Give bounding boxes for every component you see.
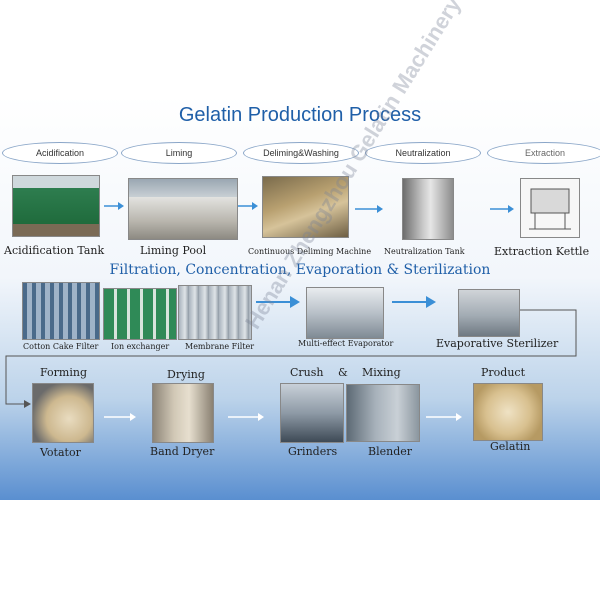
acidification-tank-photo — [12, 175, 100, 237]
gelatin-photo — [473, 383, 543, 441]
caption-extraction-kettle: Extraction Kettle — [494, 245, 590, 258]
ion-exchanger-photo — [103, 288, 177, 340]
deliming-machine-photo — [262, 176, 349, 238]
header-crush: Crush — [290, 366, 324, 379]
extraction-kettle-photo — [520, 178, 580, 238]
votator-photo — [32, 383, 94, 443]
arrow-right-icon — [104, 413, 136, 421]
liming-pool-photo — [128, 178, 238, 240]
diagram-title: Gelatin Production Process — [178, 104, 422, 126]
caption-ion-exchanger: Ion exchanger — [111, 342, 170, 351]
section-subtitle: Filtration, Concentration, Evaporation &… — [109, 262, 491, 278]
caption-evaporator: Multi-effect Evaporator — [298, 339, 394, 348]
arrow-right-icon — [238, 202, 258, 210]
header-forming: Forming — [40, 366, 87, 379]
caption-acidification-tank: Acidification Tank — [4, 244, 105, 257]
membrane-filter-photo — [178, 285, 252, 340]
neutralization-tank-photo — [402, 178, 454, 240]
step-liming: Liming — [121, 142, 237, 164]
caption-gelatin: Gelatin — [490, 440, 531, 453]
caption-deliming-machine: Continuous Deliming Machine — [248, 247, 372, 256]
grinders-photo — [280, 383, 344, 443]
caption-liming-pool: Liming Pool — [140, 244, 207, 257]
caption-grinders: Grinders — [288, 445, 338, 458]
evaporator-photo — [306, 287, 384, 339]
arrow-right-icon — [426, 413, 462, 421]
header-drying: Drying — [167, 368, 205, 381]
arrow-right-icon — [228, 413, 264, 421]
blender-photo — [346, 384, 420, 442]
arrow-right-icon — [392, 296, 436, 308]
header-product: Product — [481, 366, 525, 379]
cotton-cake-filter-photo — [22, 282, 100, 340]
caption-neutralization-tank: Neutralization Tank — [384, 247, 465, 256]
arrow-right-icon — [256, 296, 300, 308]
arrow-right-icon — [355, 205, 383, 213]
band-dryer-photo — [152, 383, 214, 443]
step-acidification: Acidification — [2, 142, 118, 164]
caption-votator: Votator — [40, 446, 81, 459]
step-neutralization: Neutralization — [365, 142, 481, 164]
arrow-right-icon — [104, 202, 124, 210]
step-extraction: Extraction — [487, 142, 600, 164]
header-ampersand: & — [338, 366, 348, 379]
caption-cotton-cake-filter: Cotton Cake Filter — [23, 342, 99, 351]
caption-sterilizer: Evaporative Sterilizer — [436, 337, 559, 350]
caption-blender: Blender — [368, 445, 413, 458]
sterilizer-photo — [458, 289, 520, 337]
connector-line — [5, 309, 577, 408]
caption-membrane-filter: Membrane Filter — [185, 342, 255, 351]
arrow-right-icon — [490, 205, 514, 213]
caption-band-dryer: Band Dryer — [150, 445, 215, 458]
step-deliming-washing: Deliming&Washing — [243, 142, 359, 164]
header-mixing: Mixing — [362, 366, 401, 379]
